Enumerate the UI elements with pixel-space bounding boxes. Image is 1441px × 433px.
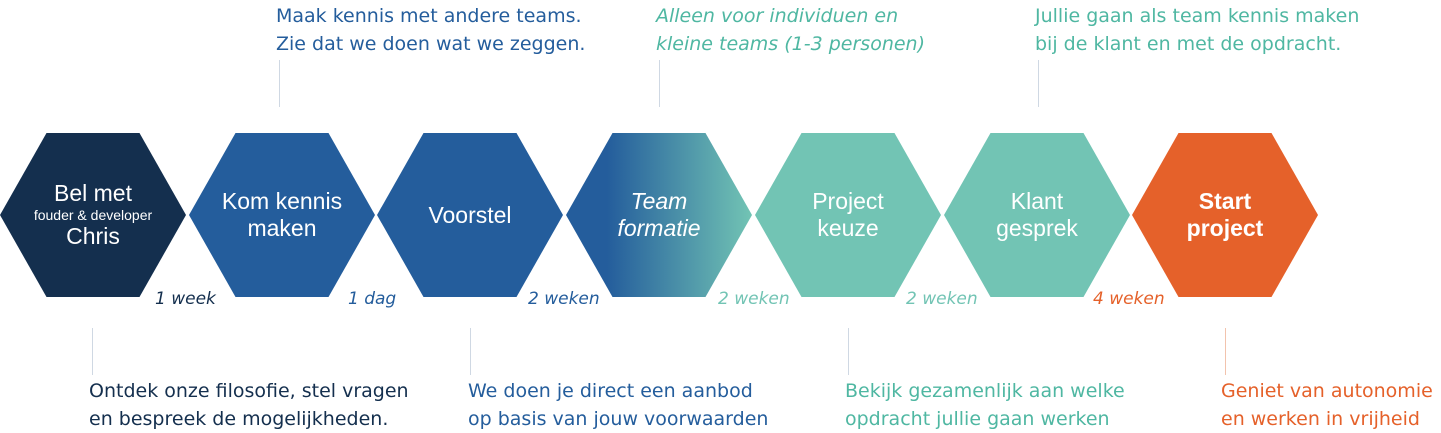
step-label: Klant: [1010, 188, 1064, 214]
step-label: keuze: [817, 215, 879, 241]
step-label: Project: [812, 188, 884, 214]
step-label: Team: [630, 188, 688, 214]
step-voorstel: Voorstel: [377, 133, 563, 297]
duration-label: 2 weken: [906, 289, 978, 309]
duration-label: 1 week: [155, 289, 216, 309]
step-kom-kennis-maken: Kom kennis maken: [189, 133, 375, 297]
note-filosofie: Ontdek onze filosofie, stel vragen en be…: [89, 377, 409, 433]
connector-line: [1225, 328, 1226, 375]
step-klant-gesprek: Klant gesprek: [944, 133, 1130, 297]
step-label: Voorstel: [428, 201, 512, 228]
step-start-project: Start project: [1132, 133, 1318, 297]
note-line: opdracht jullie gaan werken: [845, 408, 1110, 430]
connector-line: [659, 60, 660, 107]
note-line: We doen je direct een aanbod: [468, 380, 753, 402]
note-line: Zie dat we doen wat we zeggen.: [276, 33, 586, 55]
note-team-formatie: Alleen voor individuen en kleine teams (…: [656, 2, 925, 58]
connector-line: [279, 60, 280, 107]
step-label: maken: [247, 215, 317, 241]
step-label: Kom kennis: [221, 188, 343, 214]
note-line: kleine teams (1-3 personen): [656, 33, 926, 55]
note-kennis-maken: Maak kennis met andere teams. Zie dat we…: [276, 2, 585, 58]
note-line: Ontdek onze filosofie, stel vragen: [89, 380, 409, 402]
duration-label: 2 weken: [528, 289, 600, 309]
step-bel-met-chris: Bel met fouder & developer Chris: [0, 133, 186, 297]
duration-label: 4 weken: [1093, 289, 1165, 309]
step-label: Chris: [66, 223, 120, 249]
duration-label: 2 weken: [718, 289, 790, 309]
step-label: Bel met: [54, 180, 132, 206]
note-line: Jullie gaan als team kennis maken: [1035, 5, 1360, 27]
step-team-formatie: Team formatie: [566, 133, 752, 297]
note-line: bij de klant en met de opdracht.: [1035, 33, 1342, 55]
step-label: formatie: [617, 215, 701, 241]
note-line: Bekijk gezamenlijk aan welke: [845, 380, 1125, 402]
connector-line: [470, 328, 471, 375]
note-autonomie: Geniet van autonomie en werken in vrijhe…: [1221, 377, 1433, 433]
connector-line: [1038, 60, 1039, 107]
note-line: Alleen voor individuen en: [656, 5, 899, 27]
step-sublabel: fouder & developer: [33, 207, 153, 223]
note-line: en werken in vrijheid: [1221, 408, 1420, 430]
connector-line: [92, 328, 93, 375]
connector-line: [848, 328, 849, 375]
note-line: Geniet van autonomie: [1221, 380, 1433, 402]
note-aanbod: We doen je direct een aanbod op basis va…: [468, 377, 768, 433]
note-klant-gesprek: Jullie gaan als team kennis maken bij de…: [1035, 2, 1359, 58]
duration-label: 1 dag: [348, 289, 397, 309]
note-line: Maak kennis met andere teams.: [276, 5, 582, 27]
step-project-keuze: Project keuze: [755, 133, 941, 297]
note-opdracht: Bekijk gezamenlijk aan welke opdracht ju…: [845, 377, 1125, 433]
step-label: Start: [1198, 188, 1252, 214]
step-label: project: [1186, 215, 1264, 241]
note-line: op basis van jouw voorwaarden: [468, 408, 769, 430]
note-line: en bespreek de mogelijkheden.: [89, 408, 389, 430]
step-label: gesprek: [996, 215, 1078, 241]
